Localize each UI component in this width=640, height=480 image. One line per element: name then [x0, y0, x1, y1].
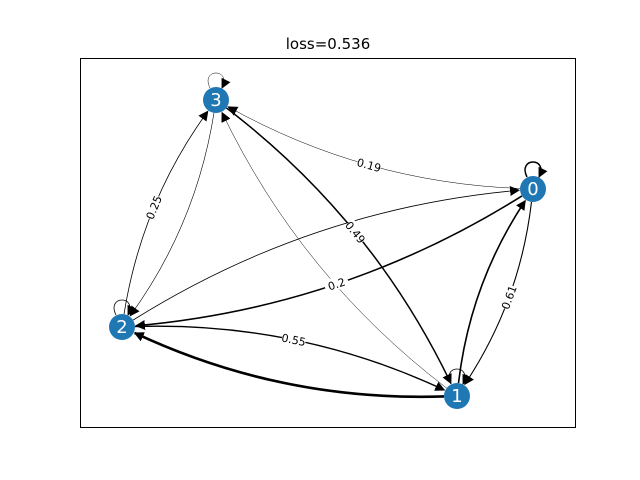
edge-label-text: 0.19: [355, 156, 382, 175]
node-2: 2: [109, 314, 135, 340]
edge-2-to-0: [132, 186, 521, 321]
figure-title: loss=0.536: [286, 35, 371, 53]
edge-label-0-to-3: 0.19: [355, 155, 383, 175]
node-3: 3: [203, 87, 229, 113]
edge-3-to-2: [129, 112, 215, 317]
node-label: 2: [116, 317, 127, 338]
node-circle: [109, 314, 135, 340]
self-loop-edge-2: [113, 299, 137, 316]
edge-1-to-3: [221, 111, 447, 389]
edge-label-0-to-2: 0.2: [322, 273, 350, 294]
nodes-layer: 0 1 2 3: [109, 87, 546, 409]
edge-label-text: 0.55: [280, 331, 307, 349]
edge-label-background: [280, 330, 307, 349]
self-loop-edge-3: [207, 72, 231, 89]
edge-label-background: [142, 193, 164, 221]
node-label: 1: [451, 386, 462, 407]
edge-1-to-0: [457, 199, 526, 384]
self-loop-edge-0: [524, 161, 548, 178]
node-label: 0: [527, 179, 538, 200]
edge-label-text: 0.2: [326, 276, 347, 294]
node-label: 3: [210, 90, 221, 111]
axes-frame: [80, 58, 576, 428]
node-1: 1: [444, 383, 470, 409]
node-circle: [520, 176, 546, 202]
node-circle: [203, 87, 229, 113]
edge-label-background: [498, 283, 519, 311]
edge-label-background: [355, 155, 383, 175]
edge-label-background: [343, 218, 369, 246]
edge-1-to-2: [133, 331, 445, 399]
node-0: 0: [520, 176, 546, 202]
edge-label-background: [322, 273, 350, 294]
edge-label-2-to-1: 0.55: [280, 330, 307, 349]
node-circle: [444, 383, 470, 409]
